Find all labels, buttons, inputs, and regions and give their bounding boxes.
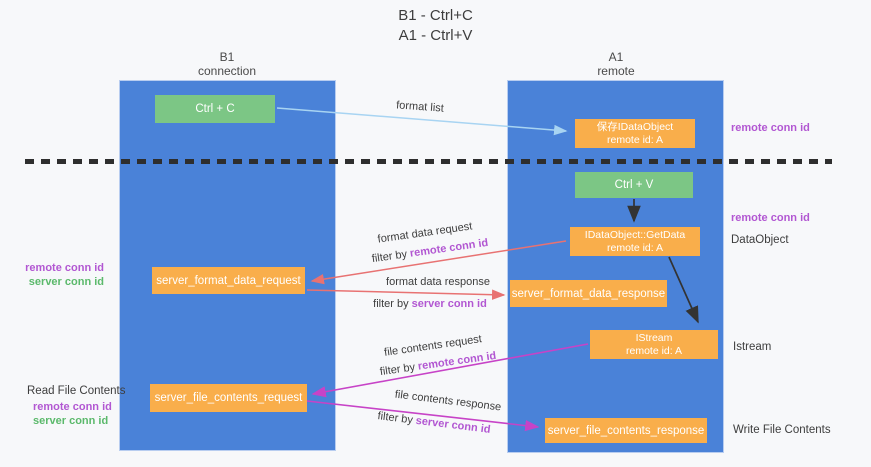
annotation-remote-conn-id-left: remote conn id	[25, 262, 104, 274]
filter-by-text: filter by	[379, 361, 416, 379]
annotation-conn-ids-lower-left: remote conn id server conn id	[33, 401, 112, 428]
annotation-remote-conn-id-top: remote conn id	[731, 122, 810, 134]
node-idataobject-getdata: IDataObject::GetData remote id: A	[570, 227, 700, 256]
node-format-request-label: server_format_data_request	[156, 274, 301, 287]
node-ctrl-c-label: Ctrl + C	[195, 103, 235, 115]
filter-by-text: filter by	[371, 248, 408, 266]
flow-label-file-contents-response: file contents response	[394, 388, 502, 414]
node-file-request-label: server_file_contents_request	[154, 392, 303, 404]
node-server-file-contents-response: server_file_contents_response	[545, 418, 707, 443]
node-getdata-line2: remote id: A	[606, 241, 664, 254]
node-istream: IStream remote id: A	[590, 330, 718, 359]
annotation-istream: Istream	[733, 341, 772, 353]
annotation-dataobject: DataObject	[731, 234, 789, 246]
node-server-file-contents-request: server_file_contents_request	[150, 384, 307, 412]
node-save-idataobject-line1: 保存IDataObject	[596, 121, 674, 133]
node-ctrl-v-label: Ctrl + V	[614, 179, 654, 191]
column-header-a1-remote: A1 remote	[541, 50, 691, 78]
node-server-format-data-response: server_format_data_response	[510, 280, 667, 307]
arrow-format-data-response	[306, 289, 506, 300]
remote-conn-id-text: remote conn id	[417, 349, 497, 373]
server-conn-id-text: server conn id	[411, 298, 487, 310]
node-istream-line1: IStream	[635, 332, 673, 344]
node-getdata-line1: IDataObject::GetData	[584, 229, 686, 241]
node-server-format-data-request: server_format_data_request	[152, 267, 305, 294]
annotation-server-conn-id-left: server conn id	[28, 275, 104, 288]
annotation-read-file-contents: Read File Contents	[27, 385, 126, 397]
flow-label-format-list: format list	[395, 99, 445, 115]
node-istream-line2: remote id: A	[625, 344, 683, 357]
filter-by-text: filter by	[376, 410, 414, 427]
node-save-idataobject: 保存IDataObject remote id: A	[575, 119, 695, 148]
column-b1-name: B1	[219, 50, 235, 64]
annotation-remote-conn-id-left2: remote conn id	[33, 401, 112, 413]
title-line-1: B1 - Ctrl+C	[398, 7, 473, 24]
annotation-server-conn-id-left2: server conn id	[33, 414, 109, 427]
node-ctrl-c: Ctrl + C	[155, 95, 275, 123]
annotation-write-file-contents: Write File Contents	[733, 424, 831, 436]
node-file-response-label: server_file_contents_response	[547, 424, 705, 437]
node-format-response-label: server_format_data_response	[511, 287, 666, 300]
column-a1-name: A1	[608, 50, 624, 64]
remote-conn-id-text: remote conn id	[409, 236, 489, 260]
column-b1-role: connection	[197, 64, 257, 78]
filter-by-text: filter by	[373, 298, 409, 310]
annotation-remote-conn-id-mid: remote conn id	[731, 212, 810, 224]
title-line-2: A1 - Ctrl+V	[398, 27, 473, 44]
diagram-title: B1 - Ctrl+C A1 - Ctrl+V	[0, 6, 871, 46]
column-header-b1-connection: B1 connection	[152, 50, 302, 78]
clipboard-phase-divider	[25, 159, 832, 164]
node-save-idataobject-line2: remote id: A	[606, 133, 664, 146]
server-conn-id-text: server conn id	[415, 414, 492, 436]
annotation-conn-ids-upper-left: remote conn id server conn id	[20, 262, 104, 289]
flow-label-format-data-response: format data response	[386, 276, 490, 288]
node-ctrl-v: Ctrl + V	[575, 172, 693, 198]
column-a1-role: remote	[597, 64, 635, 78]
